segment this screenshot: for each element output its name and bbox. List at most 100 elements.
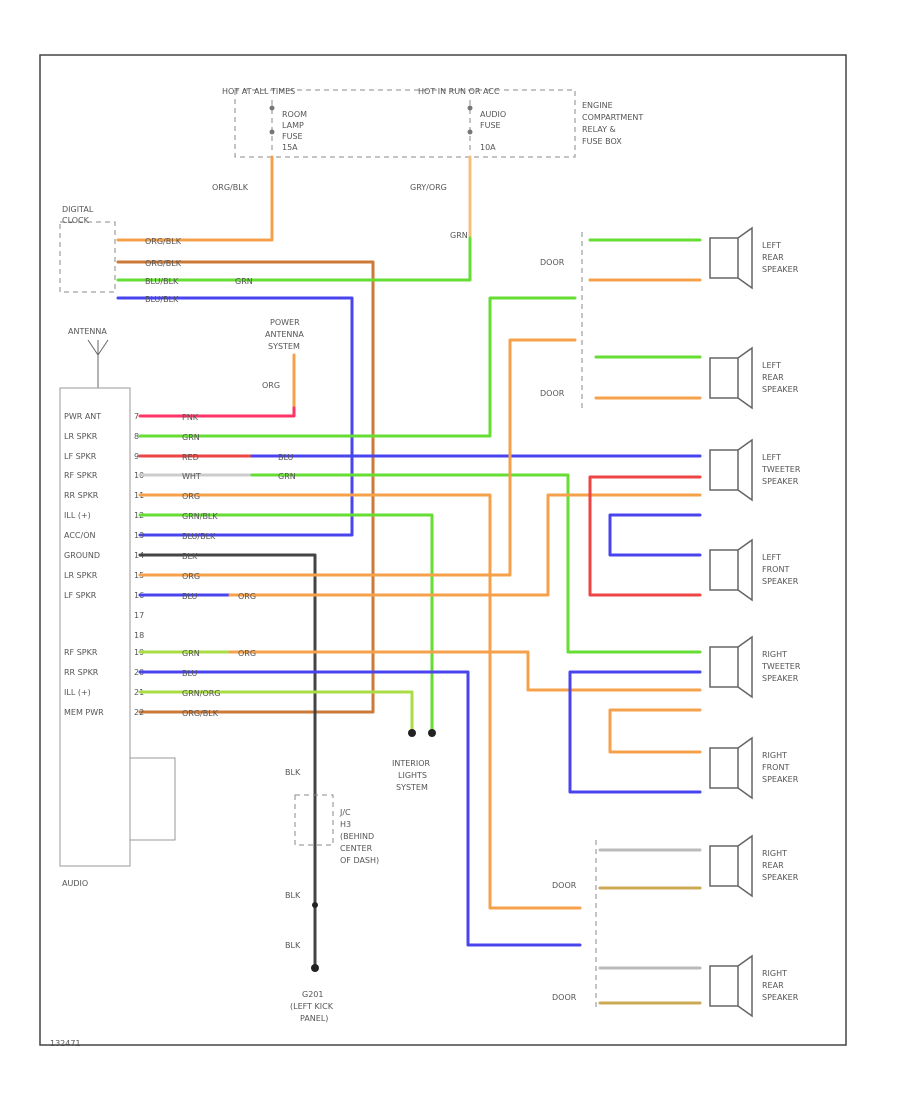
radio-pin-number: 13 xyxy=(134,531,144,540)
compartment-label-3: RELAY & xyxy=(582,125,616,134)
speaker-label: LEFT xyxy=(762,553,781,562)
radio-pin-label: ACC/ON xyxy=(64,531,95,540)
radio-pin-label: GROUND xyxy=(64,551,100,560)
speaker-label: FRONT xyxy=(762,763,789,772)
ground-label-1: G201 xyxy=(302,990,323,999)
speaker-label: TWEETER xyxy=(761,465,801,474)
speaker-label: SPEAKER xyxy=(762,577,799,586)
grn-label-clock: GRN xyxy=(235,277,253,286)
radio-pin-label: PWR ANT xyxy=(64,412,101,421)
speaker-label: TWEETER xyxy=(761,662,801,671)
speaker-label: SPEAKER xyxy=(762,265,799,274)
antenna-label: ANTENNA xyxy=(68,327,107,336)
interior-lights-label-2: LIGHTS xyxy=(398,771,427,780)
junction-label-3: (BEHIND xyxy=(340,832,374,841)
radio-pin-number: 7 xyxy=(134,412,139,421)
diagram-frame xyxy=(39,54,847,1046)
speaker-label: FRONT xyxy=(762,565,789,574)
radio-pin-label: LR SPKR xyxy=(64,432,98,441)
radio-pin-number: 9 xyxy=(134,452,139,461)
radio-pin-label: RF SPKR xyxy=(64,648,98,657)
room-fuse-label-2: LAMP xyxy=(282,121,304,130)
junction-label-4: CENTER xyxy=(340,844,373,853)
grn-label-rf2: GRN xyxy=(182,649,200,658)
speaker-label: SPEAKER xyxy=(762,477,799,486)
room-fuse-label-3: FUSE xyxy=(282,132,303,141)
grn-label-tw: GRN xyxy=(278,472,296,481)
door-label-3: DOOR xyxy=(552,881,577,890)
speaker: RIGHT FRONT SPEAKER xyxy=(709,736,799,800)
speaker: RIGHT REAR SPEAKER xyxy=(709,834,799,898)
speaker: RIGHT TWEETER SPEAKER xyxy=(709,635,801,699)
speaker: LEFT TWEETER SPEAKER xyxy=(709,438,801,502)
org-blk-label-mem: ORG/BLK xyxy=(182,709,219,718)
speaker-label: REAR xyxy=(762,253,784,262)
digital-clock: DIGITAL CLOCK xyxy=(59,205,116,293)
org-label-antenna: ORG xyxy=(262,381,280,390)
speaker-label: LEFT xyxy=(762,453,781,462)
radio-pin-number: 8 xyxy=(134,432,139,441)
org-blk-label-clock-2: ORG/BLK xyxy=(145,259,182,268)
blk-label-j2: BLK xyxy=(285,891,301,900)
blu-label-rr2: BLU xyxy=(182,669,198,678)
grn-blk-label: GRN/BLK xyxy=(182,512,218,521)
junction-label-5: OF DASH) xyxy=(340,856,379,865)
speaker-label: RIGHT xyxy=(762,751,787,760)
power-antenna-label-1: POWER xyxy=(270,318,300,327)
interior-lights-label-3: SYSTEM xyxy=(396,783,428,792)
radio-pin-number: 17 xyxy=(134,611,144,620)
clock-label-2: CLOCK xyxy=(62,216,90,225)
radio-pin-label: RR SPKR xyxy=(64,491,99,500)
audio-fuse-label-1: AUDIO xyxy=(480,110,506,119)
compartment-label-2: COMPARTMENT xyxy=(582,113,643,122)
speaker: LEFT REAR SPEAKER xyxy=(709,226,799,290)
speaker-label: SPEAKER xyxy=(762,873,799,882)
speaker-label: REAR xyxy=(762,861,784,870)
radio-output-wires: INTERIOR LIGHTS SYSTEM xyxy=(138,296,702,972)
speaker: RIGHT REAR SPEAKER xyxy=(709,954,799,1018)
org-blk-label-top: ORG/BLK xyxy=(212,183,249,192)
junction-label-1: J/C xyxy=(339,808,351,817)
room-fuse-label-4: 15A xyxy=(282,143,298,152)
speaker: LEFT FRONT SPEAKER xyxy=(709,538,799,602)
blu-label-tw: BLU xyxy=(278,453,294,462)
fuse-box: HOT AT ALL TIMES HOT IN RUN OR ACC ROOM … xyxy=(222,87,643,158)
blk-label-j3: BLK xyxy=(285,941,301,950)
hot-at-all-times-label: HOT AT ALL TIMES xyxy=(222,87,295,96)
radio-pin-label: LF SPKR xyxy=(64,452,97,461)
red-label-lf: RED xyxy=(182,453,199,462)
radio-pin-label: LF SPKR xyxy=(64,591,97,600)
ground-circuit: BLK BLK BLK J/C H3 (BEHIND CENTER OF DAS… xyxy=(285,768,379,1023)
clock-label-1: DIGITAL xyxy=(62,205,94,214)
org-label-rf2: ORG xyxy=(238,649,256,658)
radio-pin-number: 22 xyxy=(134,708,144,717)
radio-unit: AUDIO xyxy=(59,387,176,888)
ground-label-2: (LEFT KICK xyxy=(290,1002,334,1011)
speaker-label: SPEAKER xyxy=(762,775,799,784)
ground-label-3: PANEL) xyxy=(300,1014,328,1023)
speaker-label: LEFT xyxy=(762,241,781,250)
speaker-label: RIGHT xyxy=(762,650,787,659)
wht-label-rf: WHT xyxy=(182,472,201,481)
radio-pin-label: ILL (+) xyxy=(64,688,91,697)
power-antenna-label-3: SYSTEM xyxy=(268,342,300,351)
speaker-label: LEFT xyxy=(762,361,781,370)
speaker-label: RIGHT xyxy=(762,849,787,858)
speaker-label: SPEAKER xyxy=(762,993,799,1002)
speaker-label: SPEAKER xyxy=(762,674,799,683)
radio-pin-label: MEM PWR xyxy=(64,708,104,717)
radio-pin-label: RR SPKR xyxy=(64,668,99,677)
speaker-label: RIGHT xyxy=(762,969,787,978)
speaker-label: SPEAKER xyxy=(762,385,799,394)
speaker-label: REAR xyxy=(762,981,784,990)
junction-label-2: H3 xyxy=(340,820,351,829)
grn-label-lr: GRN xyxy=(182,433,200,442)
pnk-label: PNK xyxy=(182,413,199,422)
speaker-wires: DOOR DOOR DOOR DOOR xyxy=(540,232,702,1010)
blu-blk-label-acc: BLU/BLK xyxy=(182,532,216,541)
feed-wires: ORG/BLK GRY/ORG GRN ORG/BLK ORG/BLK BLU/… xyxy=(116,155,472,714)
radio-wire-labels: PNK GRN RED WHT BLU GRN ORG GRN/BLK BLU/… xyxy=(182,413,296,718)
org-label-lf2: ORG xyxy=(238,592,256,601)
